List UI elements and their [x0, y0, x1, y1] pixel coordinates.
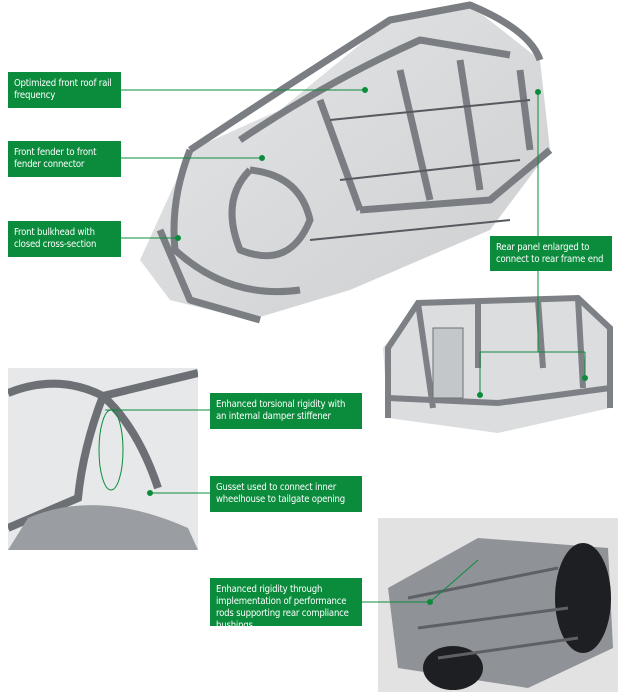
- rear-quarter-closeup-image: [8, 368, 198, 550]
- callout-gusset: Gusset used to connect inner wheelhouse …: [210, 476, 362, 512]
- callout-rear-panel: Rear panel enlarged to connect to rear f…: [490, 236, 612, 271]
- underbody-image: [378, 518, 618, 692]
- callout-front-roof-rail: Optimized front roof rail frequency: [8, 72, 121, 108]
- full-body-structure-image: [140, 1, 553, 324]
- callout-performance-rods: Enhanced rigidity through implementation…: [210, 578, 362, 631]
- callout-front-fender-connector: Front fender to front fender connector: [8, 141, 121, 177]
- callout-torsional-rigidity: Enhanced torsional rigidity with an inte…: [210, 393, 362, 429]
- callout-front-bulkhead: Front bulkhead with closed cross-section: [8, 221, 121, 257]
- rear-body-image: [383, 294, 613, 433]
